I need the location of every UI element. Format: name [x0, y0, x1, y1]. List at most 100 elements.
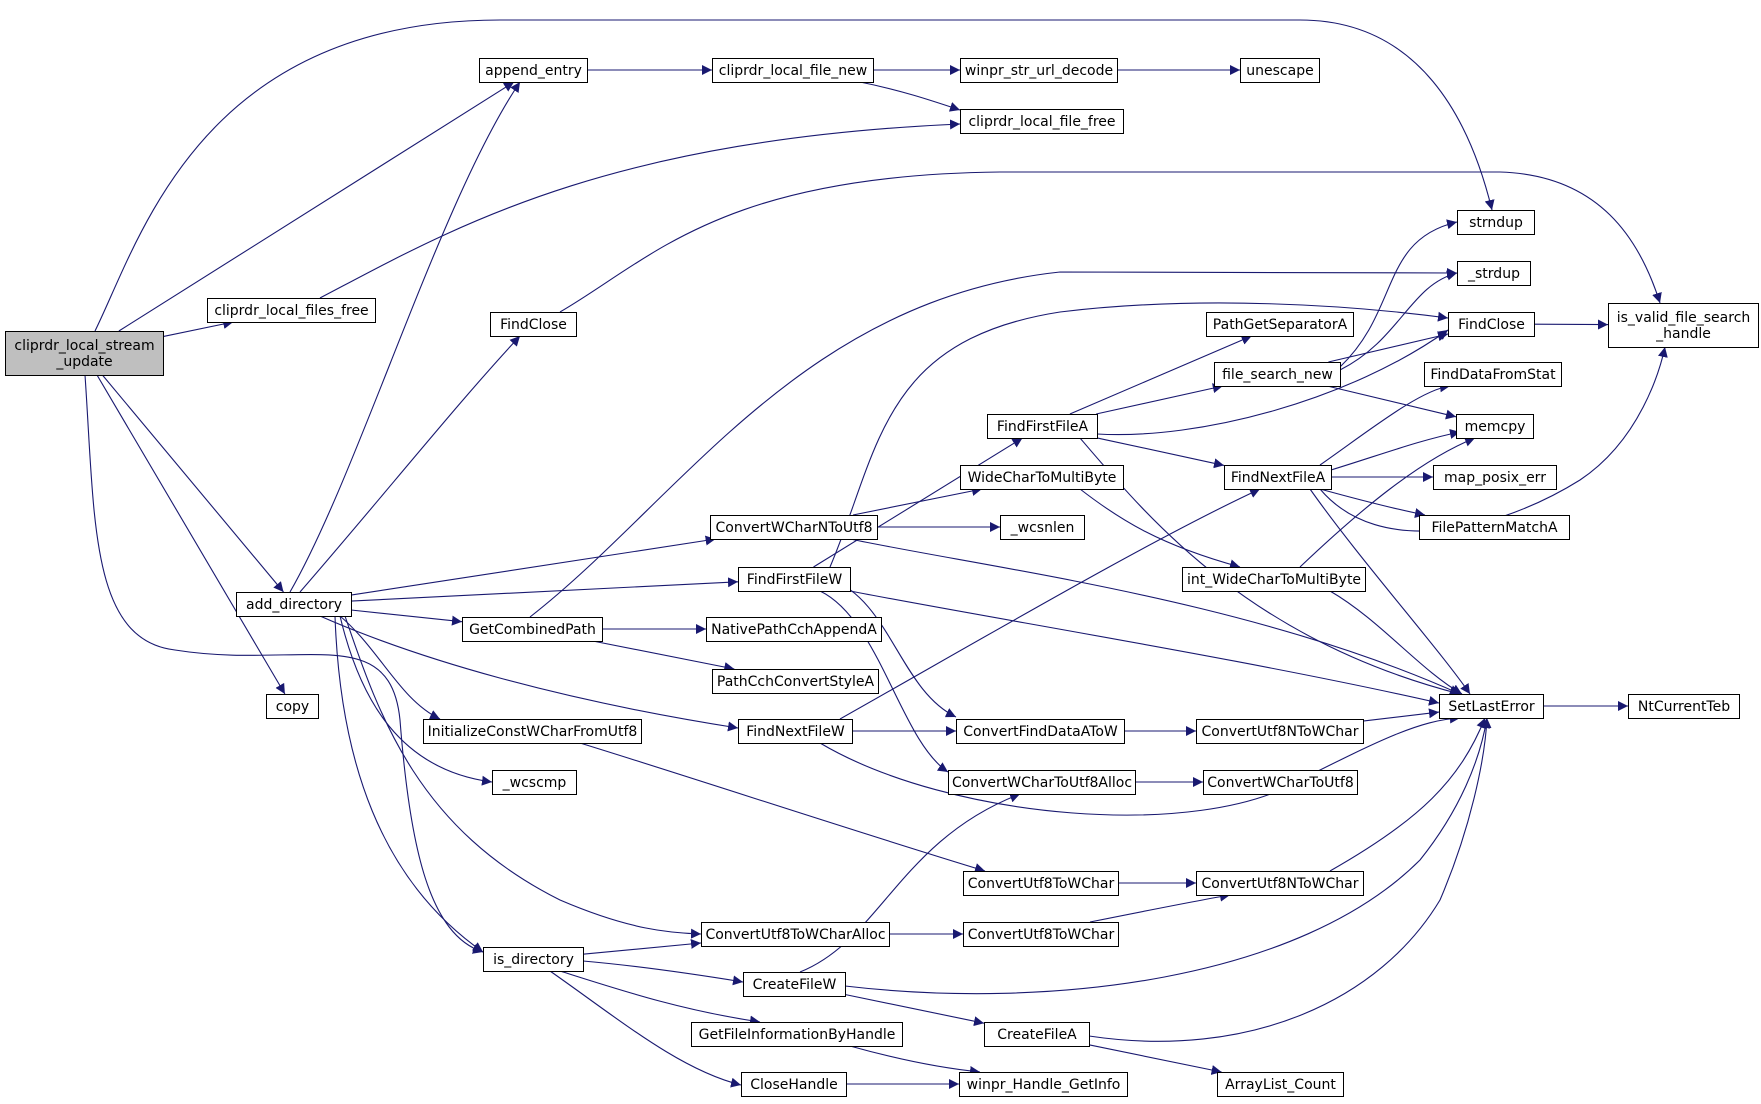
node-is_directory[interactable]: is_directory — [483, 947, 584, 972]
node-CloseHandle[interactable]: CloseHandle — [741, 1072, 847, 1097]
node-box — [1206, 312, 1354, 337]
edge-cliprdr_local_files_free-to-cliprdr_local_file_free — [319, 119, 961, 299]
node-label: copy — [276, 699, 309, 715]
node-GetCombinedPath[interactable]: GetCombinedPath — [462, 617, 603, 642]
node-box — [1182, 567, 1366, 592]
node-FilePatternMatchA[interactable]: FilePatternMatchA — [1419, 515, 1570, 540]
node-ConvertUtf8ToWChar_a[interactable]: ConvertUtf8ToWChar — [963, 871, 1119, 896]
edge-add_directory-to-append_entry — [289, 81, 521, 593]
node-label: PathGetSeparatorA — [1213, 317, 1348, 333]
node-label: CreateFileA — [997, 1027, 1077, 1043]
node-winpr_Handle_GetInfo[interactable]: winpr_Handle_GetInfo — [959, 1072, 1128, 1097]
node-NtCurrentTeb[interactable]: NtCurrentTeb — [1628, 694, 1740, 719]
node-box — [959, 1072, 1128, 1097]
edge-add_directory-to-_wcscmp — [339, 615, 493, 786]
edge-GetCombinedPath-to-_strdup — [529, 267, 1458, 618]
node-ConvertWCharNToUtf8[interactable]: ConvertWCharNToUtf8 — [710, 515, 878, 540]
edge-int_WideCharToMultiByte-to-memcpy — [1299, 437, 1476, 568]
node-_wcsnlen[interactable]: _wcsnlen — [1000, 515, 1085, 540]
node-FindClose_a[interactable]: FindClose — [1448, 312, 1535, 337]
node-ConvertUtf8NToWChar_b[interactable]: ConvertUtf8NToWChar — [1196, 871, 1364, 896]
node-FindNextFileW[interactable]: FindNextFileW — [738, 719, 853, 744]
node-PathCchConvertStyleA[interactable]: PathCchConvertStyleA — [712, 669, 879, 694]
edge-is_directory-to-CloseHandle — [549, 970, 742, 1088]
node-FindNextFileA[interactable]: FindNextFileA — [1224, 465, 1332, 490]
edge-FindFirstFileA-to-file_search_new — [1096, 383, 1223, 415]
edge-FindNextFileW-to-FindNextFileA — [839, 488, 1261, 720]
node-label: CloseHandle — [750, 1077, 838, 1093]
node-GetFileInformationByHandle[interactable]: GetFileInformationByHandle — [691, 1022, 903, 1047]
edge-add_directory-to-ConvertWCharNToUtf8 — [350, 535, 716, 596]
node-ArrayList_Count[interactable]: ArrayList_Count — [1217, 1072, 1344, 1097]
node-int_WideCharToMultiByte[interactable]: int_WideCharToMultiByte — [1182, 567, 1366, 592]
node-label: FindNextFileA — [1231, 470, 1326, 486]
edge-FindFirstFileW-to-FindFirstFileA — [813, 437, 1023, 568]
node-label: _strdup — [1467, 266, 1520, 282]
node-box — [701, 922, 890, 947]
edge-FindFirstFileW-to-FindClose_a — [829, 302, 1449, 568]
node-label: cliprdr_local_file_free — [968, 114, 1115, 130]
edge-add_directory-to-InitializeConstWCharFromUtf8 — [339, 615, 441, 720]
node-box — [1214, 362, 1341, 387]
edge-FindFirstFileW-to-ConvertWCharToUtf8Alloc — [819, 590, 949, 773]
node-label: GetFileInformationByHandle — [699, 1027, 896, 1043]
node-label: ConvertFindDataAToW — [963, 724, 1118, 740]
node-label: is_directory — [493, 952, 574, 968]
node-PathGetSeparatorA[interactable]: PathGetSeparatorA — [1206, 312, 1354, 337]
node-label: FindNextFileW — [746, 724, 845, 740]
node-winpr_str_url_decode[interactable]: winpr_str_url_decode — [960, 58, 1118, 83]
node-root[interactable]: cliprdr_local_stream_update — [5, 331, 164, 376]
node-_strdup[interactable]: _strdup — [1457, 261, 1531, 286]
node-CreateFileW[interactable]: CreateFileW — [743, 972, 846, 997]
node-is_valid_file_search_handle[interactable]: is_valid_file_search_handle — [1608, 303, 1759, 348]
node-box — [492, 770, 577, 795]
node-FindClose_b[interactable]: FindClose — [490, 312, 577, 337]
node-WideCharToMultiByte[interactable]: WideCharToMultiByte — [960, 465, 1124, 490]
node-NativePathCchAppendA[interactable]: NativePathCchAppendA — [706, 617, 882, 642]
edge-FindFirstFileW-to-SetLastError — [849, 590, 1440, 706]
node-box — [710, 515, 878, 540]
node-ConvertUtf8ToWChar_b[interactable]: ConvertUtf8ToWChar — [963, 922, 1119, 947]
node-map_posix_err[interactable]: map_posix_err — [1433, 465, 1557, 490]
node-ConvertUtf8ToWCharAlloc[interactable]: ConvertUtf8ToWCharAlloc — [701, 922, 890, 947]
node-append_entry[interactable]: append_entry — [479, 58, 588, 83]
node-FindFirstFileA[interactable]: FindFirstFileA — [987, 414, 1098, 439]
node-ConvertWCharToUtf8[interactable]: ConvertWCharToUtf8 — [1203, 770, 1358, 795]
node-add_directory[interactable]: add_directory — [236, 592, 352, 617]
node-label: FindClose — [500, 317, 567, 333]
node-FindFirstFileW[interactable]: FindFirstFileW — [738, 567, 851, 592]
edge-CreateFileW-to-SetLastError — [844, 717, 1491, 995]
node-copy[interactable]: copy — [266, 694, 319, 719]
node-box — [691, 1022, 903, 1047]
node-ConvertFindDataAToW[interactable]: ConvertFindDataAToW — [956, 719, 1125, 744]
node-label: is_valid_file_search — [1617, 310, 1751, 326]
node-_wcscmp[interactable]: _wcscmp — [492, 770, 577, 795]
node-box — [956, 719, 1125, 744]
node-box — [266, 694, 319, 719]
node-InitializeConstWCharFromUtf8[interactable]: InitializeConstWCharFromUtf8 — [423, 719, 642, 744]
node-memcpy[interactable]: memcpy — [1456, 414, 1534, 439]
node-label: FindDataFromStat — [1430, 367, 1556, 383]
node-label: winpr_Handle_GetInfo — [967, 1077, 1121, 1093]
node-box — [963, 922, 1119, 947]
node-strndup[interactable]: strndup — [1457, 210, 1535, 235]
node-CreateFileA[interactable]: CreateFileA — [984, 1022, 1090, 1047]
edge-ConvertWCharNToUtf8-to-WideCharToMultiByte — [852, 486, 983, 516]
node-ConvertUtf8NToWChar_a[interactable]: ConvertUtf8NToWChar — [1196, 719, 1364, 744]
node-cliprdr_local_file_free[interactable]: cliprdr_local_file_free — [960, 109, 1124, 134]
node-file_search_new[interactable]: file_search_new — [1214, 362, 1341, 387]
node-label: ConvertWCharNToUtf8 — [716, 520, 873, 536]
node-label: ConvertUtf8ToWChar — [968, 927, 1115, 943]
node-cliprdr_local_file_new[interactable]: cliprdr_local_file_new — [712, 58, 874, 83]
node-label: SetLastError — [1448, 699, 1535, 715]
node-cliprdr_local_files_free[interactable]: cliprdr_local_files_free — [207, 298, 376, 323]
node-label: NativePathCchAppendA — [711, 622, 877, 638]
edge-FindFirstFileA-to-PathGetSeparatorA — [1069, 335, 1252, 415]
node-SetLastError[interactable]: SetLastError — [1439, 694, 1544, 719]
node-ConvertWCharToUtf8Alloc[interactable]: ConvertWCharToUtf8Alloc — [948, 770, 1136, 795]
edge-FindNextFileA-to-is_valid_file_search_handle — [1319, 346, 1668, 532]
node-box — [1217, 1072, 1344, 1097]
node-FindDataFromStat[interactable]: FindDataFromStat — [1424, 362, 1562, 387]
node-unescape[interactable]: unescape — [1240, 58, 1320, 83]
